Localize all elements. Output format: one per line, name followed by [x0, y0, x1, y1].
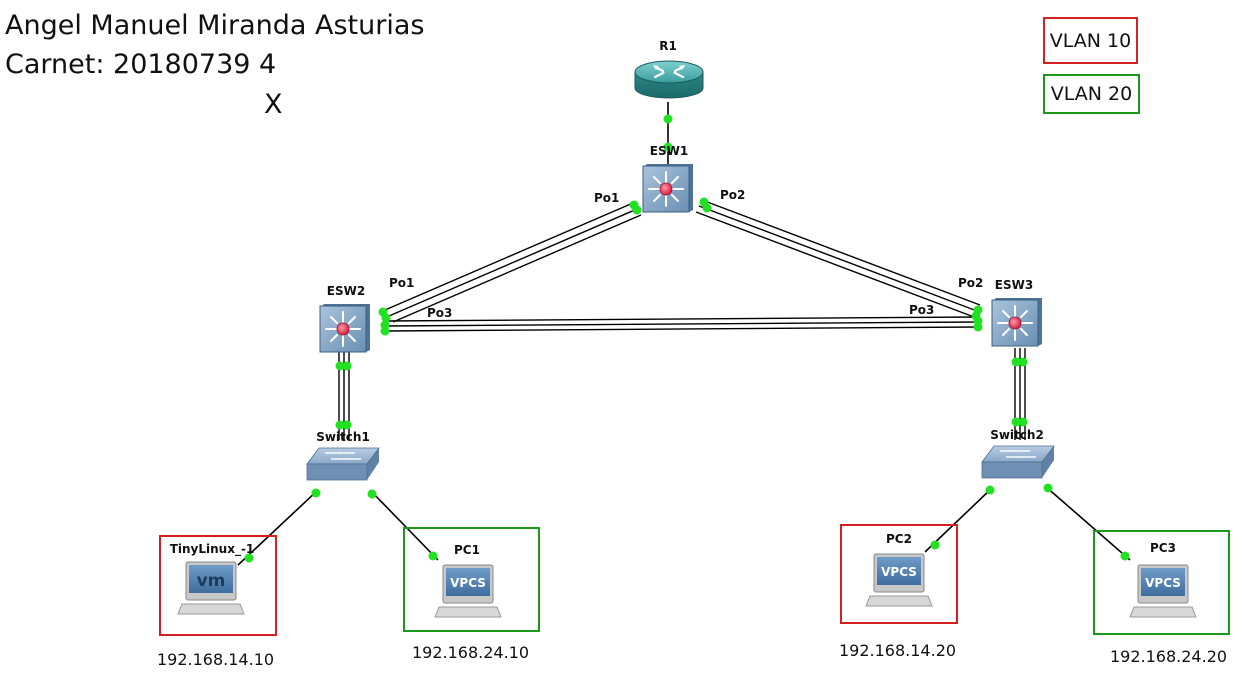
multilayer-switch-esw3[interactable] — [991, 298, 1042, 347]
node-label-pc3: PC3 — [1150, 541, 1176, 555]
link-dot — [1011, 357, 1021, 367]
link-dot — [1011, 417, 1021, 427]
node-label-switch2: Switch2 — [990, 428, 1044, 442]
port-label-esw1-po2: Po2 — [720, 188, 745, 202]
pc-icon — [1129, 564, 1197, 618]
ip-label-pc2: 192.168.14.20 — [839, 641, 957, 660]
node-label-pc1: PC1 — [454, 543, 480, 557]
link-switch1-tinylinux[interactable] — [237, 489, 319, 566]
port-label-esw1-po1: Po1 — [594, 191, 619, 205]
vlan10-frame-pc2 — [840, 524, 958, 624]
legend-vlan10: VLAN 10 — [1043, 17, 1138, 64]
author-name: Angel Manuel Miranda Asturias — [5, 10, 425, 41]
link-dot — [973, 322, 983, 332]
link-status-dots — [244, 114, 1130, 563]
port-label-esw2-po3: Po3 — [427, 306, 452, 320]
link-dot — [1018, 357, 1028, 367]
pc-screen-text: VPCS — [1145, 576, 1181, 590]
link-esw1-esw2-po1[interactable] — [384, 202, 642, 323]
router-r1[interactable] — [634, 60, 704, 99]
link-dot — [342, 420, 352, 430]
legend-vlan20: VLAN 20 — [1043, 74, 1140, 114]
link-dot — [702, 203, 712, 213]
node-label-tinylinux: TinyLinux_-1 — [170, 542, 255, 557]
ethernet-switch-switch2[interactable] — [981, 445, 1055, 479]
node-label-r1: R1 — [659, 39, 677, 53]
pc-screen-text: VPCS — [450, 576, 486, 590]
ip-label-tinylinux: 192.168.14.10 — [157, 650, 275, 669]
link-dot — [311, 488, 321, 498]
multilayer-switch-icon — [319, 304, 370, 353]
ethernet-switch-icon — [981, 445, 1055, 479]
multilayer-switch-esw2[interactable] — [319, 304, 370, 353]
link-dot — [1043, 483, 1053, 493]
pc-pc2[interactable]: VPCS — [865, 553, 933, 607]
link-dot — [335, 361, 345, 371]
pc-tinylinux[interactable]: vm — [177, 561, 245, 615]
link-dot — [632, 205, 642, 215]
pc-screen-text: vm — [197, 571, 226, 591]
link-dot — [367, 489, 377, 499]
pc-screen-text: VPCS — [881, 565, 917, 579]
link-dot — [381, 313, 391, 323]
router-icon — [634, 60, 704, 99]
pc-icon — [177, 561, 245, 615]
link-dot — [380, 326, 390, 336]
link-dot — [244, 553, 254, 563]
ip-label-pc1: 192.168.24.10 — [412, 643, 530, 662]
node-label-esw3: ESW3 — [995, 278, 1033, 292]
ip-label-pc3: 192.168.24.20 — [1110, 647, 1228, 666]
vlan10-frame-tinylinux — [159, 535, 277, 636]
port-label-esw3-po3: Po3 — [909, 303, 934, 317]
link-switch2-pc3[interactable] — [1044, 485, 1131, 561]
multilayer-switch-esw1[interactable] — [642, 164, 693, 213]
link-dot — [663, 114, 673, 124]
port-label-esw2-po1: Po1 — [389, 276, 414, 290]
ethernet-switch-switch1[interactable] — [306, 447, 380, 481]
link-dot — [663, 142, 673, 152]
carnet-text: Carnet: 20180739 4 — [5, 49, 277, 80]
link-dot — [930, 540, 940, 550]
link-esw1-esw3-po2[interactable] — [695, 199, 981, 318]
pc-pc1[interactable]: VPCS — [434, 564, 502, 618]
node-label-esw2: ESW2 — [327, 284, 365, 298]
x-mark: X — [264, 89, 283, 120]
ethernet-switch-icon — [306, 447, 380, 481]
pc-icon — [865, 553, 933, 607]
link-dot — [342, 361, 352, 371]
multilayer-switch-icon — [642, 164, 693, 213]
node-label-esw1: ESW1 — [650, 144, 688, 158]
link-dot — [1018, 417, 1028, 427]
vlan20-frame-pc1 — [403, 527, 540, 632]
link-dot — [1120, 551, 1130, 561]
port-label-esw3-po2: Po2 — [958, 276, 983, 290]
link-switch1-pc1[interactable] — [369, 489, 439, 561]
pc-icon — [434, 564, 502, 618]
link-dot — [428, 551, 438, 561]
link-dot — [335, 420, 345, 430]
node-label-switch1: Switch1 — [316, 430, 370, 444]
pc-pc3[interactable]: VPCS — [1129, 564, 1197, 618]
vlan20-frame-pc3 — [1093, 530, 1230, 635]
multilayer-switch-icon — [991, 298, 1042, 347]
link-dot — [985, 485, 995, 495]
link-esw2-esw3-po3[interactable] — [384, 316, 981, 332]
node-label-pc2: PC2 — [886, 532, 912, 546]
